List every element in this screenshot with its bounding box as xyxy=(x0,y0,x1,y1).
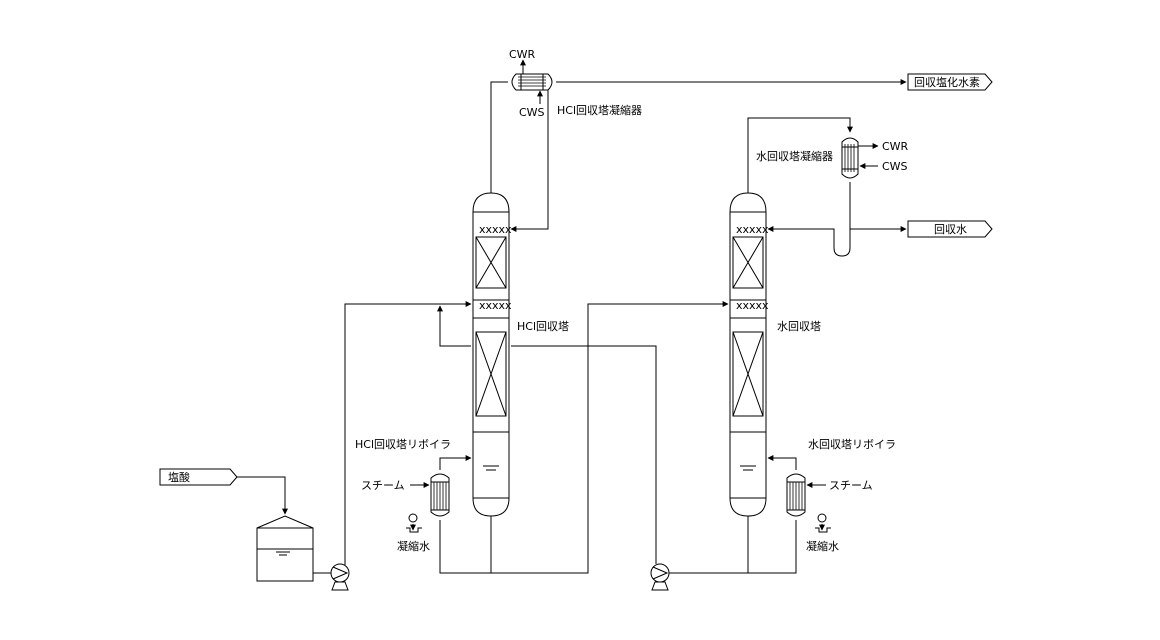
water-column-label: 水回収塔 xyxy=(777,320,821,333)
cwr-label-hcl: CWR xyxy=(509,48,536,61)
svg-text:xxxxx: xxxxx xyxy=(736,299,769,312)
hcl-column-label: HCl回収塔 xyxy=(517,320,569,333)
water-reboiler-symbol xyxy=(786,473,806,517)
transfer-pump xyxy=(650,563,670,591)
feed-pump xyxy=(330,563,350,591)
stream-tag-hcl-out: 回収塩化水素 xyxy=(907,73,993,91)
svg-text:塩酸: 塩酸 xyxy=(168,470,190,484)
cws-label-hcl: CWS xyxy=(519,106,545,119)
cws-label-water: CWS xyxy=(882,160,908,173)
hcl-tank xyxy=(256,515,314,582)
steam-label-hcl: スチーム xyxy=(361,479,405,492)
stream-tag-water-out: 回収水 xyxy=(907,220,993,238)
hcl-condenser-label: HCl回収塔凝縮器 xyxy=(557,103,642,117)
svg-text:xxxxx: xxxxx xyxy=(479,223,512,236)
hcl-condenser-symbol xyxy=(511,73,553,91)
water-reboiler-label: 水回収塔リボイラ xyxy=(808,438,896,451)
svg-text:回収水: 回収水 xyxy=(934,223,967,236)
water-condenser-symbol xyxy=(841,137,859,179)
water-condenser-label: 水回収塔凝縮器 xyxy=(756,149,833,163)
condensate-label-hcl: 凝縮水 xyxy=(397,539,430,553)
piping xyxy=(237,59,907,574)
cwr-label-water: CWR xyxy=(882,140,909,153)
water-column: xxxxx xxxxx xyxy=(729,192,769,517)
hcl-column: xxxxx xxxxx xyxy=(472,192,512,517)
stream-tag-hcl-in: 塩酸 xyxy=(159,468,238,486)
hcl-reboiler-symbol xyxy=(430,473,450,517)
steam-label-water: スチーム xyxy=(829,479,873,492)
condensate-label-water: 凝縮水 xyxy=(806,539,839,553)
svg-text:回収塩化水素: 回収塩化水素 xyxy=(914,75,980,89)
svg-text:xxxxx: xxxxx xyxy=(736,223,769,236)
svg-text:xxxxx: xxxxx xyxy=(479,299,512,312)
hcl-reboiler-label: HCl回収塔リボイラ xyxy=(355,438,451,451)
